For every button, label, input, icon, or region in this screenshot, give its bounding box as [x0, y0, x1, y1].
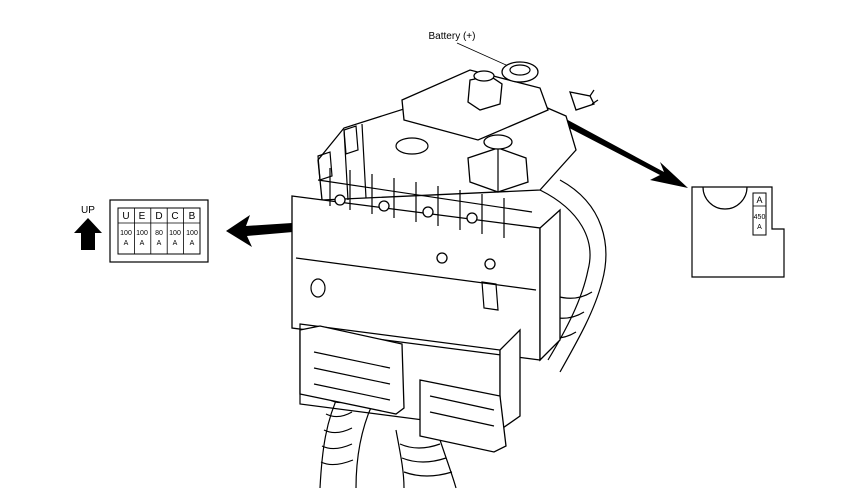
fuse-slot-rail: [317, 179, 533, 213]
side-cable: [559, 179, 607, 373]
upper-stud: [473, 70, 495, 82]
main-fuse-header: A: [756, 195, 762, 205]
fuse-rating-unit: A: [124, 240, 129, 247]
connector-ribs: [429, 395, 495, 427]
fuse-rating-amps: 100: [169, 230, 181, 237]
fuse-rating-amps: 100: [136, 230, 148, 237]
fusible-link-block-drawing: [291, 61, 607, 489]
latch-tab: [317, 151, 333, 181]
harness-cable: [439, 439, 457, 489]
cover-screw-hole: [310, 278, 326, 298]
fuse-header-u: U: [122, 211, 129, 222]
fuse-block-side: [539, 208, 561, 362]
harness-tape-wraps: [399, 443, 453, 477]
fuse-slot-dividers: [329, 168, 505, 238]
lower-connector: [419, 379, 507, 453]
latch-tab: [481, 281, 499, 311]
right-pointer-arrow-icon: [550, 112, 688, 188]
fuse-rating-unit: A: [190, 240, 195, 247]
fuse-rating-table: U E D C B 100 A 100 A 80 A 100 A 100 A: [109, 199, 209, 263]
harness-tape-wraps: [320, 397, 354, 466]
terminal-cutout: [702, 186, 748, 210]
up-arrow-icon: [74, 218, 102, 250]
fuse-rating-unit: A: [157, 240, 162, 247]
mounting-hole: [395, 137, 429, 155]
up-label: UP: [81, 205, 95, 216]
side-cable: [539, 189, 591, 361]
fuse-screw: [466, 212, 478, 224]
harness-cable: [395, 429, 405, 489]
battery-stud: [569, 91, 595, 111]
battery-positive-label: Battery (+): [429, 31, 476, 42]
fuse-screw: [334, 194, 346, 206]
up-indicator: UP: [74, 205, 102, 250]
fuse-screw: [422, 206, 434, 218]
main-fuse-label-frame: [691, 186, 785, 278]
fuse-table-inner: [117, 207, 201, 255]
main-fuse-amps: 450: [754, 214, 766, 221]
fuse-rating-unit: A: [173, 240, 178, 247]
fuse-rating-amps: 80: [155, 230, 163, 237]
fuse-header-d: D: [155, 211, 162, 222]
battery-stud-thread: [589, 89, 599, 105]
main-fuse-rating-box: [752, 192, 767, 236]
fuse-header-c: C: [171, 211, 178, 222]
harness-cable: [355, 404, 373, 489]
fuse-header-e: E: [139, 211, 146, 222]
lower-connector: [299, 325, 405, 415]
fuse-rating-amps: 100: [120, 230, 132, 237]
fuse-screw: [378, 200, 390, 212]
fuse-header-b: B: [189, 211, 196, 222]
main-fuse-label: A 450 A: [691, 186, 785, 278]
main-terminal-stud: [483, 134, 513, 150]
left-pointer-arrow-icon: [226, 215, 293, 247]
fuse-rating-unit: A: [140, 240, 145, 247]
fuse-screw: [484, 258, 496, 270]
fuse-screw: [436, 252, 448, 264]
connector-ribs: [313, 351, 391, 401]
fuse-rating-amps: 100: [186, 230, 198, 237]
latch-tab: [343, 125, 359, 155]
battery-terminal-top: [509, 64, 531, 76]
main-fuse-unit: A: [757, 224, 762, 231]
